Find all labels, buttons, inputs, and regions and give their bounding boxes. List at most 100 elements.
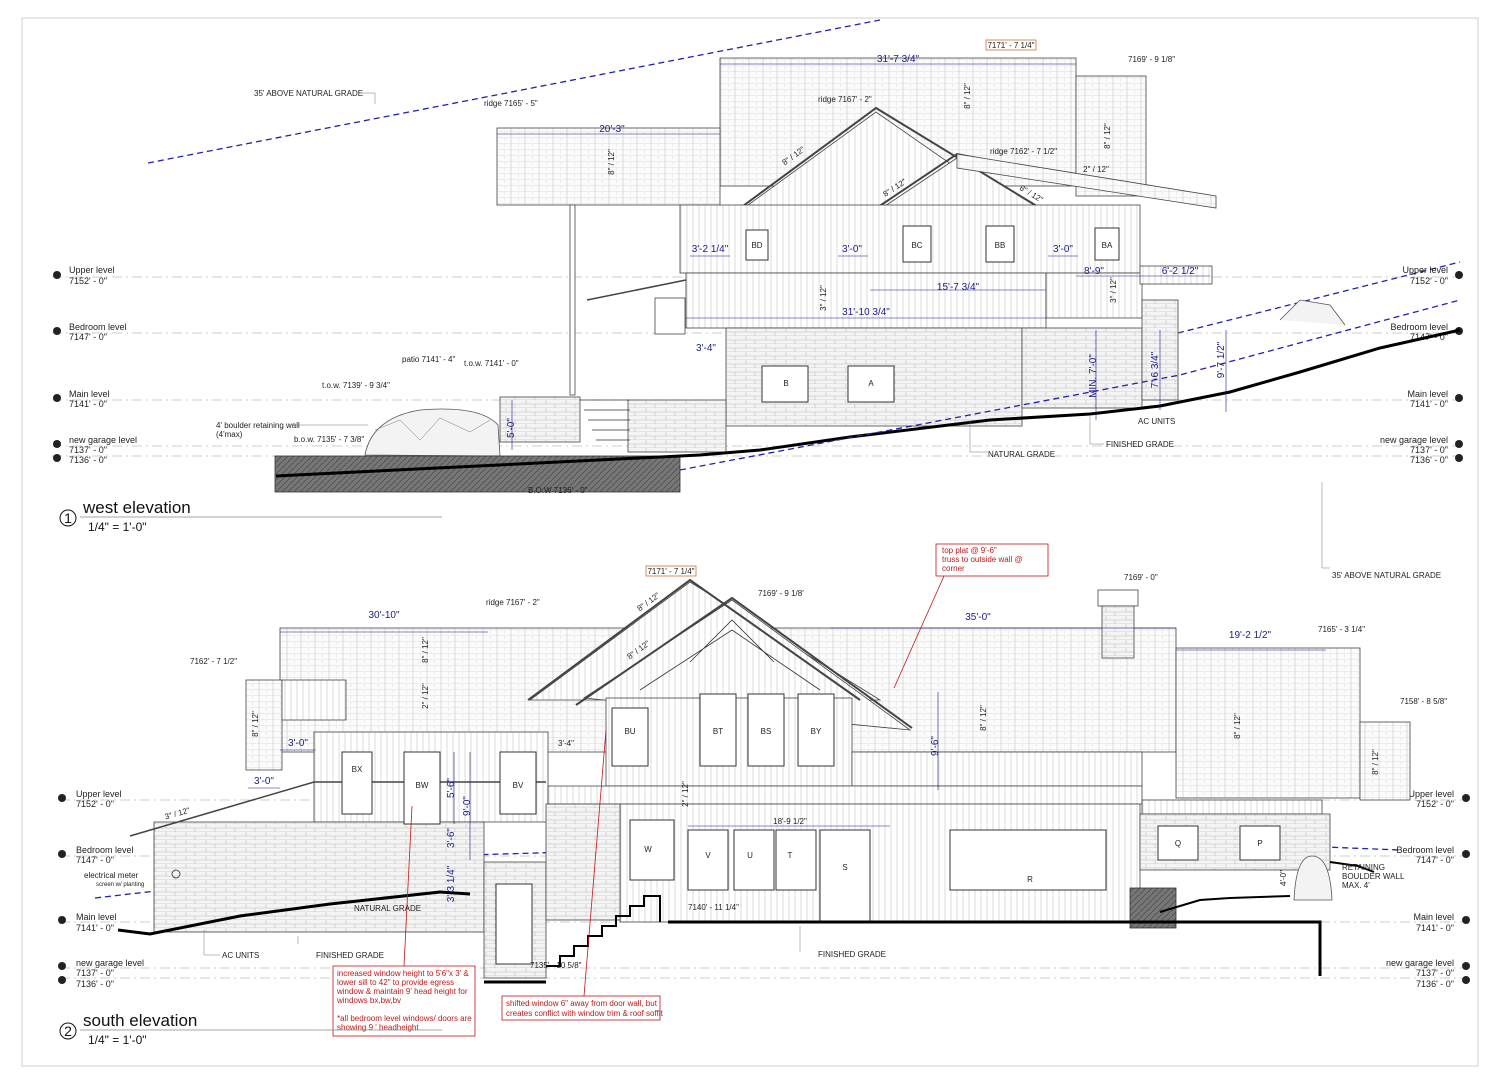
window-tag: A bbox=[868, 379, 874, 388]
level-marker-icon bbox=[58, 916, 66, 924]
drawing-title: west elevation bbox=[82, 498, 191, 517]
level-name: new garage level bbox=[69, 435, 137, 445]
level-marker-icon bbox=[1462, 962, 1470, 970]
dimension-label: 3'-4" bbox=[558, 739, 574, 748]
callout-note: (4'max) bbox=[216, 430, 243, 439]
level-elevation: 7152' - 0" bbox=[1410, 276, 1448, 286]
sheet-border bbox=[21, 17, 1479, 1067]
level-marker-icon bbox=[58, 794, 66, 802]
level-name: Main level bbox=[69, 389, 110, 399]
drawing-scale: 1/4" = 1'-0" bbox=[88, 1033, 147, 1047]
grade-label: NATURAL GRADE bbox=[354, 904, 421, 913]
level-name: Bedroom level bbox=[69, 322, 127, 332]
roof-pitch: 2" / 12" bbox=[681, 781, 690, 807]
callout-note: AC UNITS bbox=[1138, 417, 1175, 426]
grade-label: FINISHED GRADE bbox=[818, 950, 886, 959]
window-tag: U bbox=[747, 851, 753, 860]
elevation-note: 7165' - 3 1/4" bbox=[1318, 625, 1365, 634]
level-marker-icon bbox=[1455, 394, 1463, 402]
roof-pitch: 8" / 12" bbox=[1233, 713, 1242, 739]
ridge-elevation: ridge 7167' - 2" bbox=[818, 95, 872, 104]
level-elevation: 7152' - 0" bbox=[1416, 799, 1454, 809]
callout-note: 4' boulder retaining wall bbox=[216, 421, 300, 430]
level-marker-icon bbox=[1462, 976, 1470, 984]
window-BV bbox=[499, 751, 537, 815]
dimension-label: 20'-3" bbox=[599, 124, 625, 135]
roof-pitch: 8" / 12" bbox=[251, 711, 260, 737]
dimension-label: 5'-6" bbox=[446, 778, 457, 798]
dimension-label: 30'-10" bbox=[368, 610, 399, 621]
redline-text: windows bx,bw,bv bbox=[336, 996, 401, 1005]
level-name: Bedroom level bbox=[76, 845, 134, 855]
level-elevation: 7152' - 0" bbox=[76, 799, 114, 809]
chimney-cap bbox=[1097, 589, 1139, 607]
window-tag: T bbox=[788, 851, 793, 860]
west-levels-left: Upper level 7152' - 0" Bedroom level 714… bbox=[53, 265, 137, 465]
roof-pitch: 8" / 12" bbox=[963, 83, 972, 109]
west-elevation: 35' ABOVE NATURAL GRADE Upper level 7152… bbox=[52, 19, 1463, 534]
level-elevation: 7141' - 0" bbox=[69, 399, 107, 409]
west-stone-wall bbox=[153, 821, 485, 933]
level-marker-icon bbox=[1455, 454, 1463, 462]
redline-text: top plat @ 9'-6" bbox=[942, 546, 997, 555]
dimension-label: 3'-0" bbox=[842, 244, 862, 255]
level-elevation: 7137' - 0" bbox=[76, 968, 114, 978]
level-elevation: 7141' - 0" bbox=[76, 923, 114, 933]
roof-pitch: 3" / 12" bbox=[819, 285, 828, 311]
chimney bbox=[1101, 605, 1135, 659]
window-BA bbox=[1094, 227, 1120, 261]
window-tag: Q bbox=[1175, 839, 1181, 848]
level-name: Upper level bbox=[1402, 265, 1448, 275]
window-tag: W bbox=[644, 845, 652, 854]
elevation-note: 7169' - 0" bbox=[1124, 573, 1158, 582]
height-limit-label: 35' ABOVE NATURAL GRADE bbox=[254, 89, 363, 98]
drawing-number: 2 bbox=[64, 1023, 72, 1039]
grade-label: NATURAL GRADE bbox=[988, 450, 1055, 459]
redline-text: corner bbox=[942, 564, 965, 573]
drawing-scale: 1/4" = 1'-0" bbox=[88, 520, 147, 534]
level-name: Upper level bbox=[76, 789, 122, 799]
callout-note: BOULDER WALL bbox=[1342, 872, 1405, 881]
drawing-number-icon bbox=[59, 1022, 77, 1040]
boulder bbox=[1293, 855, 1333, 901]
level-name: Main level bbox=[1413, 912, 1454, 922]
ridge-elevation: ridge 7162' - 7 1/2" bbox=[990, 147, 1057, 156]
elevation-note: patio 7141' - 4" bbox=[402, 355, 455, 364]
window-U bbox=[733, 829, 775, 891]
window-BW bbox=[403, 751, 441, 825]
level-elevation: 7137' - 0" bbox=[69, 445, 107, 455]
level-elevation: 7141' - 0" bbox=[1410, 399, 1448, 409]
level-marker-icon bbox=[53, 271, 61, 279]
roof-pitch: 8" / 12" bbox=[1371, 749, 1380, 775]
level-elevation: 7136' - 0" bbox=[1410, 455, 1448, 465]
grade-label: FINISHED GRADE bbox=[316, 951, 384, 960]
dimension-label: 3'-0" bbox=[288, 738, 308, 749]
window-tag: BV bbox=[513, 781, 524, 790]
level-name: new garage level bbox=[1386, 958, 1454, 968]
redline-text: showing 9 ' headheight bbox=[337, 1023, 419, 1032]
elevation-note: 7135' - 10 5/8" bbox=[530, 961, 582, 970]
level-name: new garage level bbox=[1380, 435, 1448, 445]
level-marker-icon bbox=[53, 454, 61, 462]
level-elevation: 7147' - 0" bbox=[69, 332, 107, 342]
callout-note: AC UNITS bbox=[222, 951, 259, 960]
window-A bbox=[847, 365, 895, 403]
dimension-label: 15'-7 3/4" bbox=[937, 282, 980, 293]
dimension-label: 3'-2 1/4" bbox=[692, 244, 729, 255]
level-name: Main level bbox=[76, 912, 117, 922]
elevation-note: 7162' - 7 1/2" bbox=[190, 657, 237, 666]
window-tag: BW bbox=[416, 781, 429, 790]
window-tag: BS bbox=[761, 727, 772, 736]
level-marker-icon bbox=[58, 962, 66, 970]
level-marker-icon bbox=[58, 850, 66, 858]
dimension-label: 8'-9" bbox=[1084, 266, 1104, 277]
dimension-label: 19'-2 1/2" bbox=[1229, 630, 1272, 641]
elevation-note: 7158' - 8 5/8" bbox=[1400, 697, 1447, 706]
window-tag: B bbox=[783, 379, 788, 388]
level-marker-icon bbox=[53, 440, 61, 448]
window-tag: S bbox=[842, 863, 847, 872]
level-name: new garage level bbox=[76, 958, 144, 968]
window-BD bbox=[745, 229, 769, 261]
redline-text: truss to outside wall @ bbox=[942, 555, 1023, 564]
redline-text: increased window height to 5'6"x 3' & bbox=[337, 969, 469, 978]
